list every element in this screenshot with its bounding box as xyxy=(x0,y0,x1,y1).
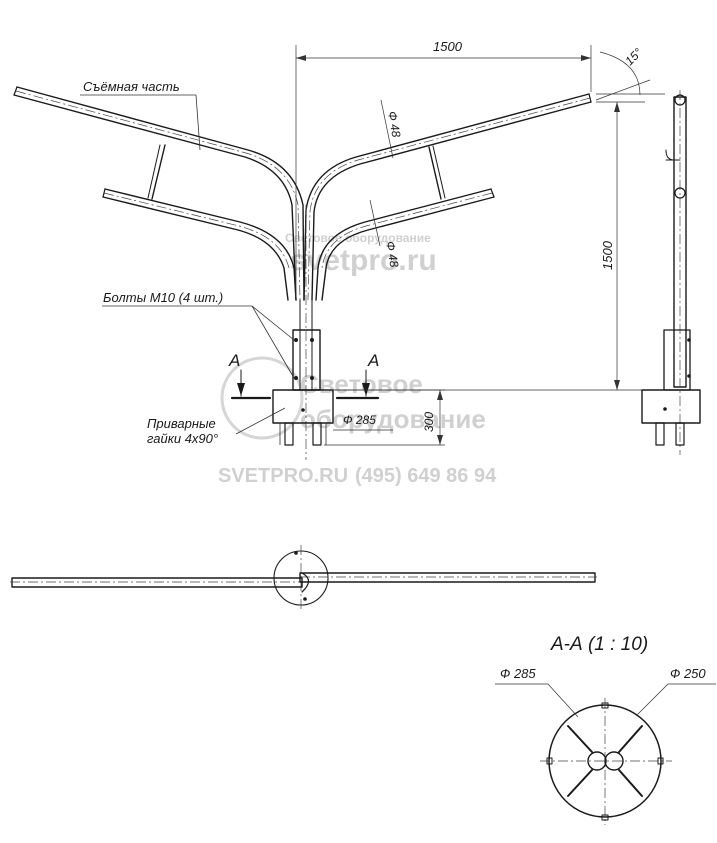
section-dia-inner: Ф 250 xyxy=(670,666,706,681)
bolt-2 xyxy=(310,338,314,342)
watermark-text-6: (495) 649 86 94 xyxy=(355,465,497,487)
section-title: А-А (1 : 10) xyxy=(550,634,648,655)
right-upper-arm xyxy=(303,93,592,301)
watermark-text-2: svetpro.ru xyxy=(290,244,437,277)
right-lower-arm xyxy=(315,188,495,301)
left-upper-arm xyxy=(13,86,305,301)
bolt-3 xyxy=(294,376,298,380)
dim-height-1500: 1500 xyxy=(600,240,615,270)
section-mark-left: А xyxy=(228,351,240,370)
watermark: Световое оборудование svetpro.ru Светово… xyxy=(218,231,497,487)
label-welded-nuts-2: гайки 4х90° xyxy=(147,431,218,446)
right-strut xyxy=(428,146,442,200)
section-mark-right: А xyxy=(367,351,379,370)
section-marks: А А xyxy=(228,351,379,400)
dim-pipe-dia-2: Ф 48 xyxy=(383,240,401,269)
top-view xyxy=(10,545,597,610)
section-a-a: А-А (1 : 10) Ф 285 Ф 250 xyxy=(495,634,716,825)
watermark-text-1: Световое оборудование xyxy=(285,231,431,245)
watermark-text-4: оборудование xyxy=(300,404,486,434)
dim-angle-15: 15° xyxy=(622,45,645,68)
dimension-base: Ф 285 300 xyxy=(324,389,445,446)
label-bolts: Болты М10 (4 шт.) xyxy=(103,290,223,305)
pipe-left xyxy=(587,751,607,771)
dimension-angle: 15° xyxy=(595,45,665,101)
section-dia-outer: Ф 285 xyxy=(500,666,536,681)
dimension-pipe-dia: Ф 48 Ф 48 xyxy=(369,99,403,269)
left-strut xyxy=(151,144,166,200)
bolt-4 xyxy=(310,376,314,380)
left-strut-inner xyxy=(147,144,161,199)
label-removable-part: Съёмная часть xyxy=(83,79,180,94)
right-strut-inner xyxy=(432,145,446,199)
watermark-logo xyxy=(220,356,304,440)
side-view xyxy=(641,90,701,455)
base xyxy=(272,389,334,446)
watermark-text-5: SVETPRO.RU xyxy=(218,465,348,487)
dimension-width: 1500 xyxy=(295,39,592,300)
front-view: А А Съёмная часть Болты М10 (4 шт.) Прив… xyxy=(13,39,665,460)
bolt-1 xyxy=(294,338,298,342)
dim-width-1500: 1500 xyxy=(433,39,463,54)
watermark-text-3: Световое xyxy=(300,369,423,399)
pipe-right xyxy=(604,751,624,771)
label-welded-nuts-1: Приварные xyxy=(147,416,216,431)
dim-pipe-dia-1: Ф 48 xyxy=(385,110,403,139)
dim-base-dia: Ф 285 xyxy=(343,413,376,427)
left-lower-arm xyxy=(102,188,297,301)
dim-base-height: 300 xyxy=(422,412,436,432)
